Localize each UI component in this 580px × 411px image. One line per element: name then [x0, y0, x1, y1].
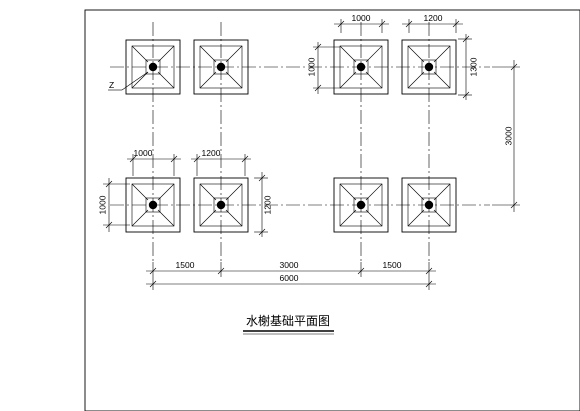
footing-outline	[401, 177, 457, 233]
column-dot	[356, 200, 366, 210]
column-base	[213, 59, 229, 75]
footing-1	[125, 39, 181, 95]
dim-top-width-right: 1200	[402, 13, 463, 33]
dim-text-bottom-outer-height: 1200	[262, 195, 272, 214]
footing-step	[339, 183, 383, 227]
footing-outline	[125, 39, 181, 95]
footing-step	[199, 183, 243, 227]
callout-leader	[121, 71, 149, 91]
dim-text-top-outer-height: 1300	[468, 57, 478, 76]
dim-text-mid-width-left: 1000	[134, 148, 153, 158]
column-base	[353, 197, 369, 213]
footings	[125, 39, 457, 233]
footing-step	[199, 45, 243, 89]
dim-bottom-outer-height: 1200	[254, 172, 272, 237]
drawing-title-text: 水榭基础平面图	[246, 313, 330, 328]
drawing-title: 水榭基础平面图	[243, 313, 334, 335]
column-base	[213, 197, 229, 213]
footing-outline	[193, 39, 249, 95]
dim-text-span-left: 1500	[176, 260, 195, 270]
footing-5	[125, 177, 181, 233]
footing-outline	[193, 177, 249, 233]
dim-text-top-width-left: 1000	[352, 13, 371, 23]
footing-step	[131, 45, 175, 89]
dim-mid-width-right: 1200	[191, 148, 251, 176]
dim-bottom-inner-height: 1000	[97, 178, 130, 232]
footing-8	[401, 177, 457, 233]
footing-step	[339, 45, 383, 89]
column-dot	[148, 62, 158, 72]
footing-step	[131, 183, 175, 227]
column-dot	[216, 200, 226, 210]
column-base	[421, 197, 437, 213]
footing-7	[333, 177, 389, 233]
dimensions: 1000 1200 1000 1300	[97, 13, 520, 290]
callout: Z	[108, 71, 149, 91]
dim-spans-row: 1500 3000 1500	[146, 260, 436, 277]
footing-outline	[333, 177, 389, 233]
dim-text-mid-width-right: 1200	[202, 148, 221, 158]
footing-step	[407, 183, 451, 227]
dim-text-top-width-right: 1200	[424, 13, 443, 23]
dim-text-span-middle: 3000	[280, 260, 299, 270]
dim-text-bottom-inner-height: 1000	[97, 195, 107, 214]
column-base	[421, 59, 437, 75]
footing-outline	[125, 177, 181, 233]
footing-outline	[401, 39, 457, 95]
footing-3	[333, 39, 389, 95]
dim-top-outer-height: 1300	[458, 34, 478, 100]
column-dot	[424, 62, 434, 72]
column-base	[145, 59, 161, 75]
dim-mid-width-left: 1000	[127, 148, 181, 176]
dim-top-inner-height: 1000	[306, 42, 340, 94]
dim-text-span-right: 1500	[383, 260, 402, 270]
footing-outline	[333, 39, 389, 95]
column-base	[145, 197, 161, 213]
drawing-frame	[84, 9, 580, 411]
column-dot	[424, 200, 434, 210]
dim-text-span-total: 6000	[280, 273, 299, 283]
column-dot	[216, 62, 226, 72]
footing-4	[401, 39, 457, 95]
dim-text-top-inner-height: 1000	[306, 57, 316, 76]
footing-step	[407, 45, 451, 89]
footing-2	[193, 39, 249, 95]
dim-total-span: 6000	[146, 273, 436, 290]
dim-text-row-spacing: 3000	[503, 126, 513, 145]
footing-6	[193, 177, 249, 233]
column-dot	[356, 62, 366, 72]
column-dot	[148, 200, 158, 210]
dim-top-width-left: 1000	[334, 13, 389, 33]
dim-row-spacing: 3000	[492, 60, 520, 212]
callout-label: Z	[109, 80, 114, 90]
column-base	[353, 59, 369, 75]
